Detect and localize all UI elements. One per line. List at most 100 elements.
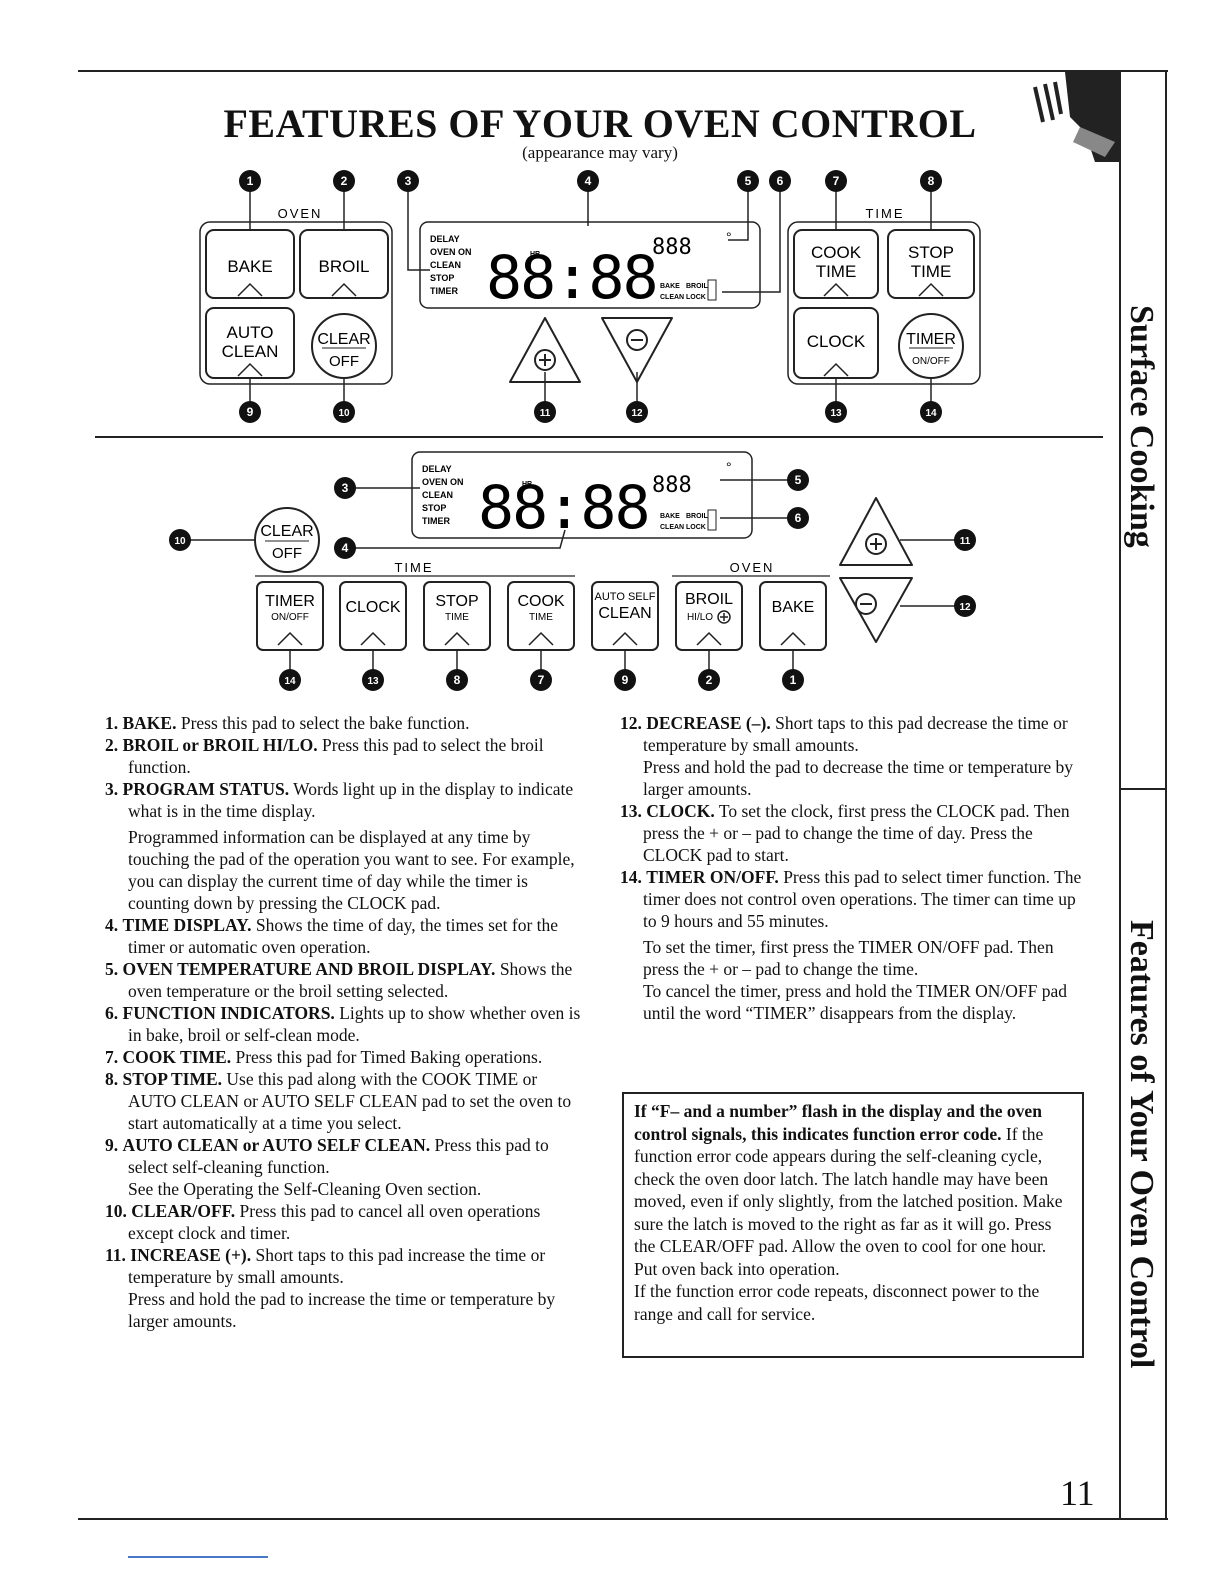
svg-text:BROIL: BROIL: [686, 513, 709, 520]
feature-item-11: 11. INCREASE (+). Short taps to this pad…: [105, 1245, 546, 1287]
svg-text:DELAY: DELAY: [430, 234, 460, 244]
bottom-clock-pad[interactable]: CLOCK: [339, 581, 407, 651]
svg-text:ON/OFF: ON/OFF: [912, 356, 950, 367]
svg-text:HR: HR: [530, 251, 540, 258]
bottom-cook-time-pad[interactable]: COOK TIME: [507, 581, 575, 651]
broil-pad[interactable]: BROIL: [299, 229, 389, 299]
feature-item-1: 1. BAKE. Press this pad to select the ba…: [105, 713, 470, 733]
feature-item-12-extra: Press and hold the pad to decrease the t…: [643, 757, 1074, 799]
bottom-bake-pad[interactable]: BAKE: [759, 581, 827, 651]
svg-text:5: 5: [745, 174, 752, 188]
auto-clean-pad[interactable]: AUTO CLEAN: [205, 307, 295, 379]
feature-item-14-extra: To set the timer, first press the TIMER …: [643, 937, 1054, 979]
svg-text:8: 8: [454, 673, 461, 687]
svg-text:14: 14: [284, 676, 296, 687]
oven-control-diagram: OVEN BAKE BROIL AUTO CLEAN CLEAR OFF DEL…: [169, 170, 981, 691]
svg-text:10: 10: [174, 536, 186, 547]
top-oven-label: OVEN: [278, 206, 323, 221]
svg-text:CLEAN: CLEAN: [430, 260, 461, 270]
divider-rule: [95, 436, 1103, 438]
svg-text:TIME: TIME: [911, 262, 952, 281]
timer-on-off-pad[interactable]: TIMER ON/OFF: [898, 313, 964, 379]
svg-text:11: 11: [540, 408, 551, 419]
svg-text:OFF: OFF: [272, 545, 302, 562]
svg-text:CLEAN: CLEAN: [598, 605, 651, 622]
clock-pad[interactable]: CLOCK: [793, 307, 879, 379]
feature-item-8: 8. STOP TIME. Use this pad along with th…: [105, 1069, 572, 1133]
svg-text:88:88: 88:88: [486, 243, 657, 313]
svg-text:°: °: [726, 459, 732, 475]
bottom-timer-pad[interactable]: TIMER ON/OFF: [256, 581, 324, 651]
notice-body: If the function error code appears durin…: [634, 1123, 1063, 1279]
feature-item-13: 13. CLOCK. To set the clock, first press…: [620, 801, 1070, 865]
bottom-decrease-pad[interactable]: [839, 577, 913, 643]
svg-text:TIMER: TIMER: [430, 286, 458, 296]
bake-pad[interactable]: BAKE: [205, 229, 295, 299]
svg-text:9: 9: [622, 673, 629, 687]
feature-item-6: 6. FUNCTION INDICATORS. Lights up to sho…: [105, 1003, 581, 1045]
svg-text:13: 13: [830, 408, 842, 419]
svg-text:BROIL: BROIL: [685, 591, 733, 608]
svg-text:STOP: STOP: [422, 503, 446, 513]
svg-text:AUTO SELF: AUTO SELF: [595, 591, 656, 603]
svg-text:7: 7: [833, 174, 840, 188]
notice-heading: If “F– and a number” flash in the displa…: [634, 1101, 1042, 1144]
svg-text:5: 5: [795, 473, 802, 487]
broil-pad-label: BROIL: [318, 257, 369, 276]
feature-item-9: 9. AUTO CLEAN or AUTO SELF CLEAN. Press …: [105, 1135, 549, 1177]
bottom-stop-time-pad[interactable]: STOP TIME: [423, 581, 491, 651]
stop-time-pad[interactable]: STOP TIME: [887, 229, 975, 299]
svg-text:13: 13: [367, 676, 379, 687]
svg-text:TIMER: TIMER: [422, 516, 450, 526]
svg-text:LOCK: LOCK: [686, 524, 706, 531]
bottom-oven-label: OVEN: [730, 560, 775, 575]
svg-text:1: 1: [247, 174, 254, 188]
bottom-leader-lines: [190, 479, 955, 670]
svg-text:CLEAN: CLEAN: [660, 524, 684, 531]
svg-text:TIMER: TIMER: [906, 331, 956, 348]
svg-text:TIME: TIME: [445, 612, 469, 623]
svg-text:9: 9: [247, 405, 254, 419]
cook-time-pad[interactable]: COOK TIME: [793, 229, 879, 299]
svg-text:BAKE: BAKE: [660, 283, 680, 290]
bottom-broil-hilo-pad[interactable]: BROIL HI/LO: [675, 581, 743, 651]
svg-text:7: 7: [538, 673, 545, 687]
bottom-increase-pad[interactable]: [839, 497, 913, 566]
svg-text:3: 3: [342, 481, 349, 495]
svg-text:LOCK: LOCK: [686, 294, 706, 301]
side-tab-border-right: [1165, 70, 1167, 1520]
decrease-pad[interactable]: [601, 317, 673, 383]
feature-item-11-extra: Press and hold the pad to increase the t…: [128, 1289, 556, 1331]
side-tab-separator: [1119, 788, 1167, 790]
svg-text:88:88: 88:88: [478, 473, 649, 543]
svg-text:ON/OFF: ON/OFF: [271, 612, 309, 623]
feature-item-14-extra2: To cancel the timer, press and hold the …: [643, 981, 1067, 1023]
feature-item-12: 12. DECREASE (–). Short taps to this pad…: [620, 713, 1068, 755]
svg-text:4: 4: [342, 541, 349, 555]
svg-text:TIME: TIME: [816, 262, 857, 281]
svg-text:2: 2: [341, 174, 348, 188]
error-code-notice: If “F– and a number” flash in the displa…: [622, 1092, 1084, 1358]
svg-text:12: 12: [959, 602, 971, 613]
feature-list-left: 1. BAKE. Press this pad to select the ba…: [105, 712, 585, 1332]
feature-item-2: 2. BROIL or BROIL HI/LO. Press this pad …: [105, 735, 544, 777]
svg-text:BAKE: BAKE: [660, 513, 680, 520]
bottom-auto-self-clean-pad[interactable]: AUTO SELF CLEAN: [591, 581, 659, 651]
svg-text:4: 4: [585, 174, 592, 188]
page-subtitle: (appearance may vary): [522, 143, 678, 162]
svg-text:12: 12: [631, 408, 643, 419]
bottom-clear-off-pad[interactable]: CLEAR OFF: [254, 507, 320, 573]
svg-text:HI/LO: HI/LO: [687, 612, 713, 623]
svg-text:HR: HR: [522, 481, 532, 488]
svg-text:1: 1: [790, 673, 797, 687]
auto-clean-label-2: CLEAN: [222, 342, 279, 361]
svg-text:STOP: STOP: [430, 273, 454, 283]
svg-text:BROIL: BROIL: [686, 283, 709, 290]
svg-text:CLOCK: CLOCK: [345, 599, 400, 616]
off-pad-label: OFF: [329, 353, 359, 370]
feature-item-3: 3. PROGRAM STATUS. Words light up in the…: [105, 779, 574, 821]
side-tab-features: Features of Your Oven Control: [1123, 920, 1160, 1369]
page-number: 11: [1060, 1473, 1095, 1513]
clear-off-pad[interactable]: CLEAR OFF: [311, 313, 377, 379]
bottom-callout-markers: 3 4 10 5 6 11 12 14 13 8 7 9 2 1: [169, 469, 976, 691]
